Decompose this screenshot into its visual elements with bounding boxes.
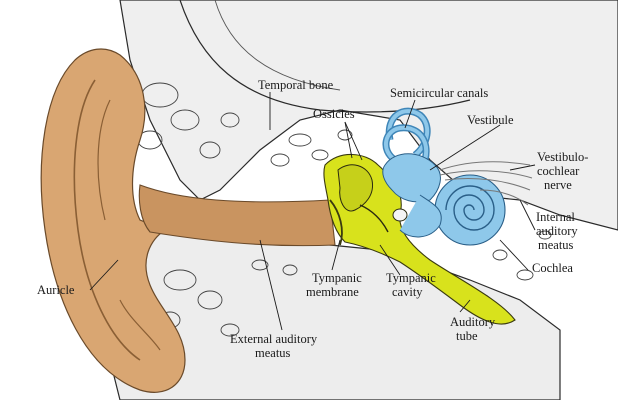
external-auditory-canal (138, 184, 336, 247)
label-internal-meatus-2: auditory (536, 224, 578, 238)
label-auditory-tube-2: tube (456, 329, 478, 343)
label-semicircular-canals: Semicircular canals (390, 86, 488, 100)
label-vestibulocochlear-2: cochlear (537, 164, 580, 178)
label-internal-meatus-3: meatus (538, 238, 574, 252)
label-external-meatus-2: meatus (255, 346, 291, 360)
label-vestibulocochlear-1: Vestibulo- (537, 150, 588, 164)
label-auricle: Auricle (37, 283, 75, 297)
label-temporal-bone: Temporal bone (258, 78, 334, 92)
label-external-meatus-1: External auditory (230, 332, 318, 346)
label-ossicles: Ossicles (313, 107, 355, 121)
labels: Temporal bone Semicircular canals Ossicl… (37, 78, 588, 360)
label-vestibulocochlear-3: nerve (544, 178, 572, 192)
label-vestibule: Vestibule (467, 113, 514, 127)
label-auditory-tube-1: Auditory (450, 315, 496, 329)
label-tympanic-cavity-2: cavity (392, 285, 423, 299)
inner-ear (382, 107, 506, 246)
label-cochlea: Cochlea (532, 261, 573, 275)
leader-lines (89, 92, 536, 331)
vestibulocochlear-nerve (439, 161, 533, 206)
auricle (40, 48, 186, 393)
label-tympanic-membrane-2: membrane (306, 285, 359, 299)
label-tympanic-cavity-1: Tympanic (386, 271, 436, 285)
label-internal-meatus-1: Internal (536, 210, 575, 224)
label-tympanic-membrane-1: Tympanic (312, 271, 362, 285)
